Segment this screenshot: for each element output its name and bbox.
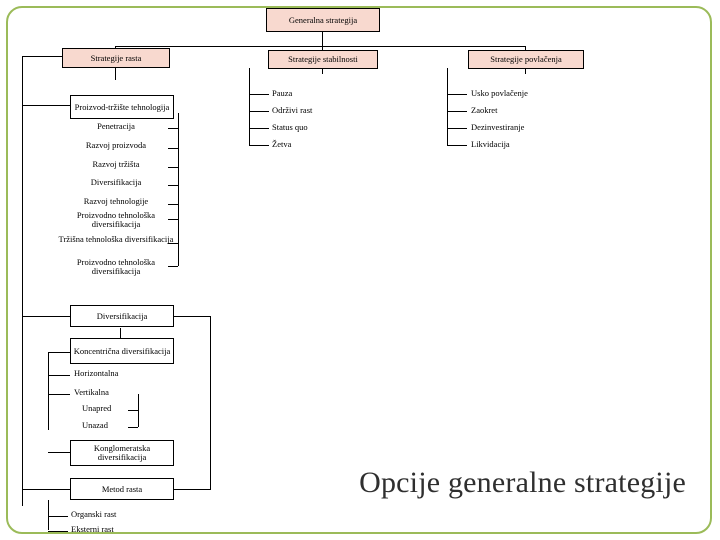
connector-method-stub-2 [48, 531, 68, 532]
connector-vertical-stub-2 [128, 427, 138, 428]
leaf-stability-2: Održivi rast [272, 105, 313, 115]
connector-pmt-stub-4 [168, 185, 178, 186]
leaf-concentric-2: Vertikalna [74, 387, 109, 397]
node-root[interactable]: Generalna strategija [266, 8, 380, 32]
leaf-method-2: Eksterni rast [71, 524, 114, 534]
leaf-pmt-1: Penetracija [97, 121, 135, 131]
leaf-retrenchment-2: Zaokret [471, 105, 498, 115]
leaf-pmt-5: Razvoj tehnologije [83, 196, 149, 206]
leaf-pmt-4: Diversifikacija [90, 177, 142, 187]
connector-pmt-stub-7 [168, 243, 178, 244]
connector-concentric-to-conglomerate [48, 452, 70, 453]
connector-vertical-stub-1 [128, 410, 138, 411]
node-product-market-technology[interactable]: Proizvod-tržište tehnologija [70, 95, 174, 119]
leaf-method-1: Organski rast [71, 509, 117, 519]
connector-stability-stub-1 [249, 94, 269, 95]
node-concentric-diversification[interactable]: Koncentrična diversifikacija [70, 338, 174, 364]
connector-stability-stub-4 [249, 145, 269, 146]
connector-growth-to-pmt [22, 105, 70, 106]
connector-pmt-stub-2 [168, 148, 178, 149]
connector-growth-to-method [22, 489, 70, 490]
slide-title: Opcije generalne strategije [359, 466, 686, 499]
leaf-stability-4: Žetva [272, 139, 292, 149]
connector-retrenchment-stub-3 [447, 128, 467, 129]
leaf-pmt-6: Proizvodno tehnološka diversifikacija [76, 210, 156, 229]
connector-vertical-spine [138, 394, 139, 427]
connector-retrenchment-spine [447, 68, 448, 146]
connector-concentric-horizontal [48, 375, 70, 376]
leaf-retrenchment-1: Usko povlačenje [471, 88, 528, 98]
node-growth[interactable]: Strategije rasta [62, 48, 170, 68]
connector-growth-down [115, 68, 116, 80]
node-growth-method[interactable]: Metod rasta [70, 478, 174, 500]
connector-retrenchment-stub-1 [447, 94, 467, 95]
connector-diversification-right-bottom [172, 489, 210, 490]
leaf-retrenchment-3: Dezinvestiranje [471, 122, 525, 132]
leaf-concentric-3: Unapred [82, 403, 112, 413]
connector-pmt-stub-8 [168, 266, 178, 267]
connector-pmt-stub-1 [168, 128, 178, 129]
connector-main-bus [115, 46, 525, 47]
connector-pmt-stub-5 [168, 204, 178, 205]
connector-retrenchment-stub-4 [447, 145, 467, 146]
leaf-pmt-7: Tržišna tehnološka diversifikacija [58, 234, 174, 244]
leaf-concentric-4: Unazad [82, 420, 108, 430]
connector-growth-spine [22, 56, 23, 506]
leaf-stability-1: Pauza [272, 88, 293, 98]
connector-retrenchment-down [525, 68, 526, 74]
leaf-pmt-3: Razvoj tržišta [92, 159, 140, 169]
connector-concentric-vertical [48, 394, 70, 395]
connector-pmt-spine [178, 113, 179, 266]
node-conglomerate-diversification[interactable]: Konglomeratska diversifikacija [70, 440, 174, 466]
connector-diversification-right-spine [210, 316, 211, 490]
connector-stability-stub-2 [249, 111, 269, 112]
connector-stability-down [322, 68, 323, 74]
leaf-stability-3: Status quo [272, 122, 308, 132]
leaf-concentric-1: Horizontalna [74, 368, 119, 378]
connector-concentric-top [48, 352, 70, 353]
node-stability[interactable]: Strategije stabilnosti [268, 50, 378, 69]
connector-root-down [322, 32, 323, 46]
connector-retrenchment-stub-2 [447, 111, 467, 112]
connector-stability-spine [249, 68, 250, 146]
connector-concentric-spine [48, 352, 49, 430]
leaf-pmt-8: Proizvodno tehnološka diversifikacija [76, 257, 156, 276]
connector-diversification-right-top [172, 316, 210, 317]
connector-pmt-stub-3 [168, 167, 178, 168]
node-retrenchment[interactable]: Strategije povlačenja [468, 50, 584, 69]
leaf-pmt-2: Razvoj proizvoda [85, 140, 147, 150]
connector-pmt-stub-6 [168, 219, 178, 220]
connector-div-to-concentric [120, 328, 121, 338]
connector-method-spine [48, 500, 49, 530]
connector-method-stub-1 [48, 516, 68, 517]
node-diversification[interactable]: Diversifikacija [70, 305, 174, 327]
leaf-retrenchment-4: Likvidacija [471, 139, 510, 149]
connector-growth-to-diversification [22, 316, 70, 317]
connector-stability-stub-3 [249, 128, 269, 129]
